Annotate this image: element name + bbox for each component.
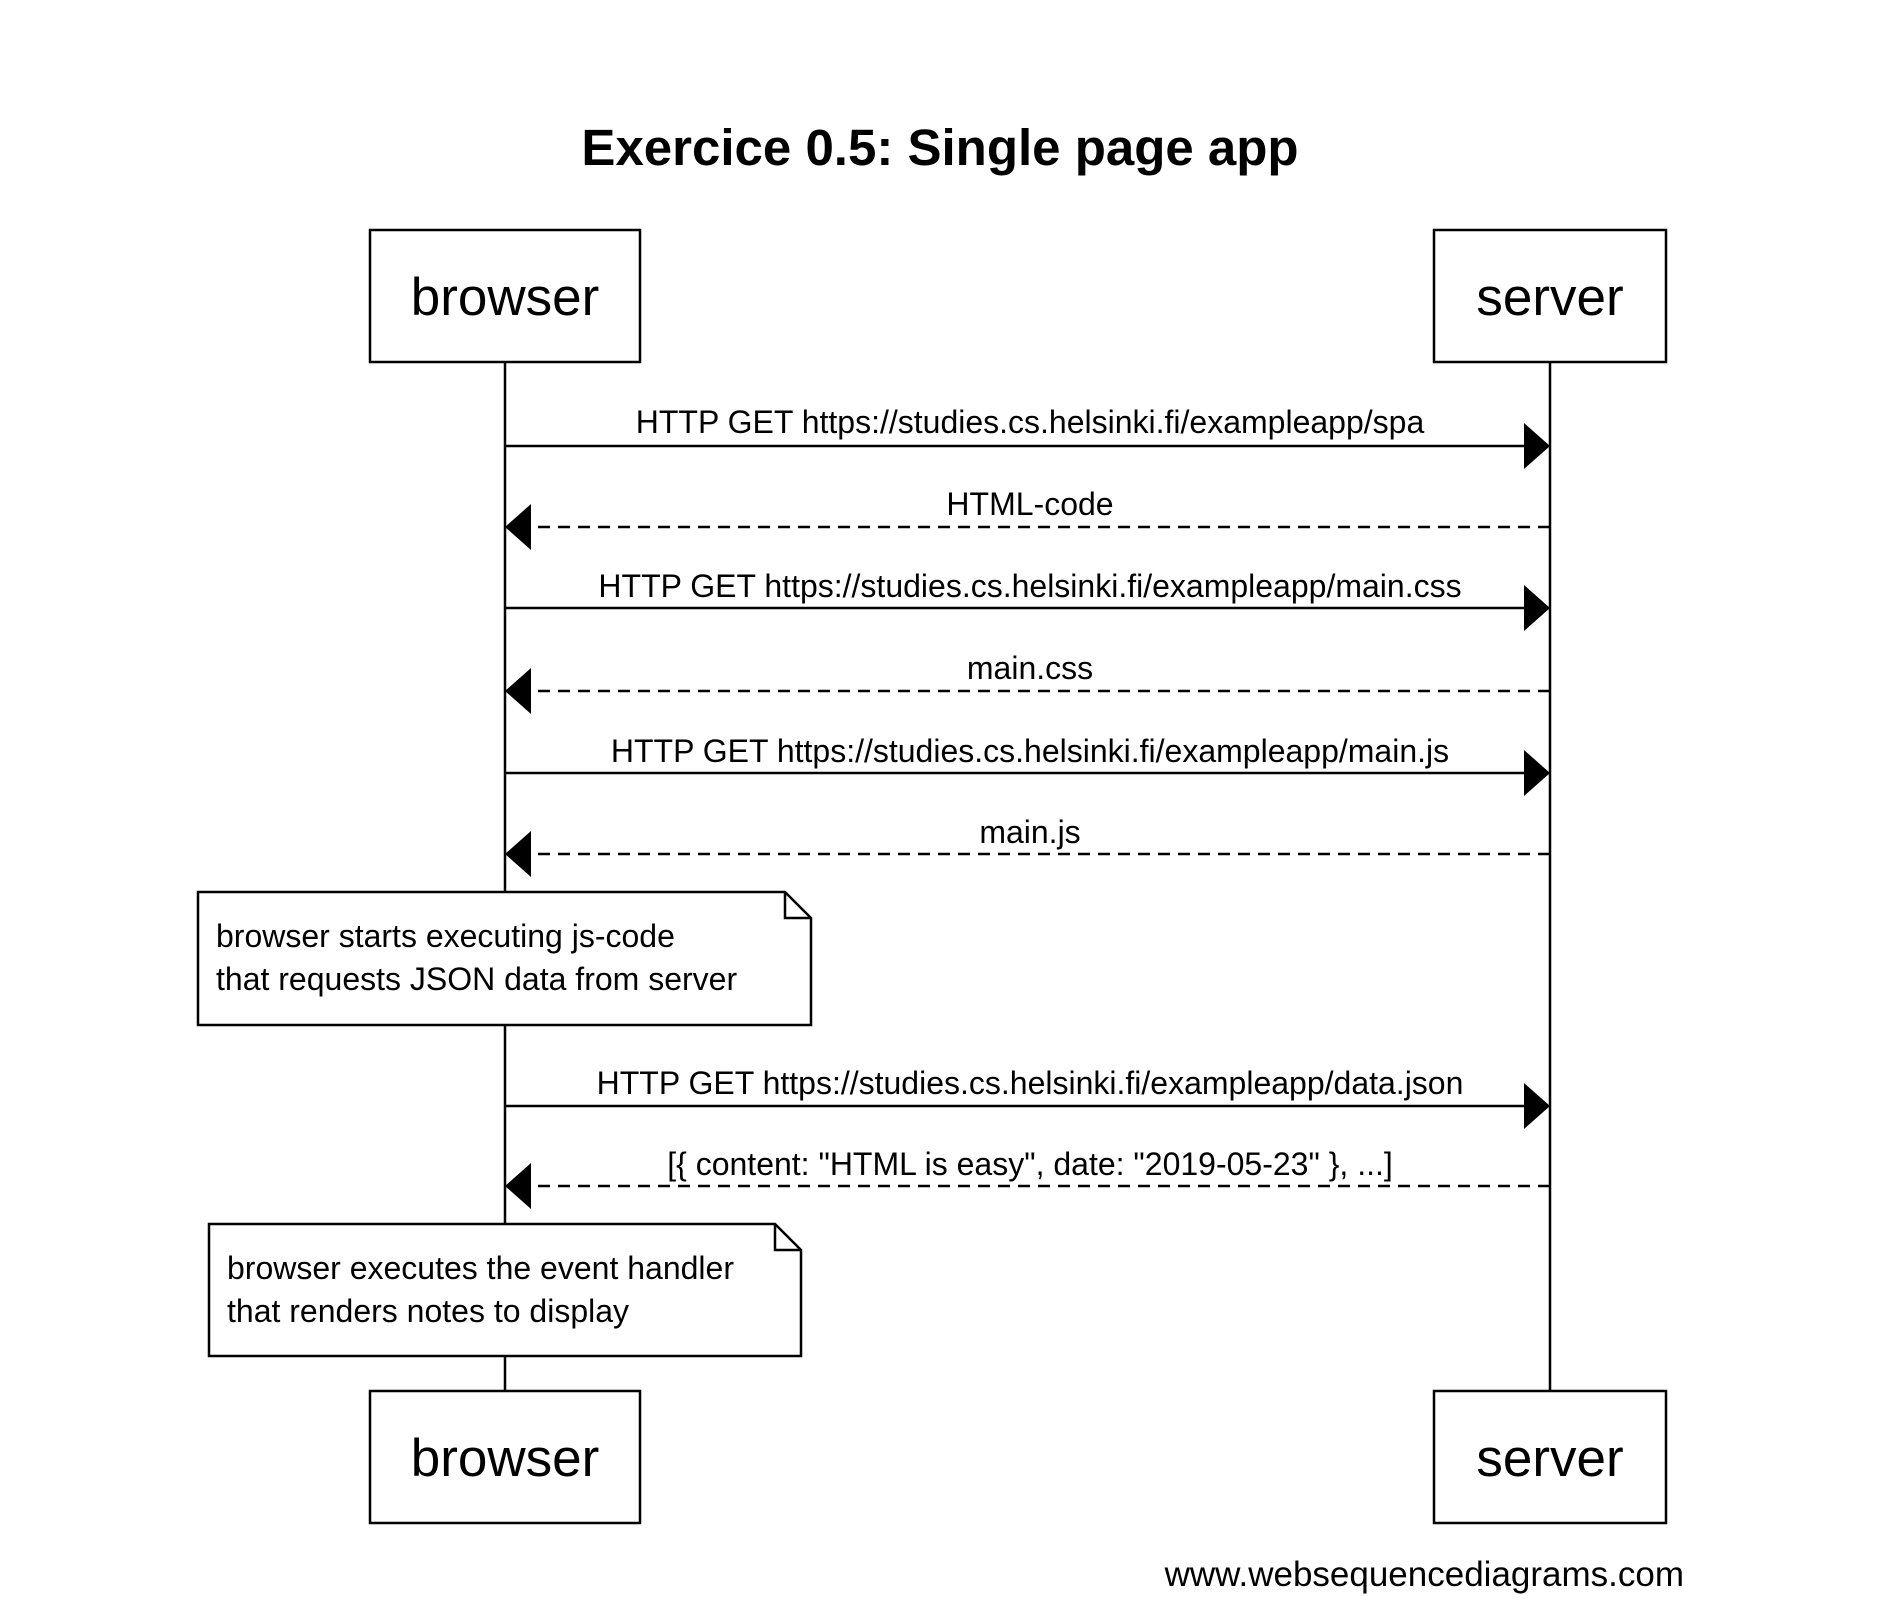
message-label: HTML-code <box>946 486 1113 522</box>
message-response-html: HTML-code <box>505 486 1550 550</box>
diagram-title: Exercice 0.5: Single page app <box>581 119 1298 176</box>
arrow-head-right-icon <box>1524 585 1550 631</box>
arrow-head-right-icon <box>1524 423 1550 469</box>
arrow-head-right-icon <box>1524 1083 1550 1129</box>
message-request-main-css: HTTP GET https://studies.cs.helsinki.fi/… <box>505 568 1550 631</box>
arrow-head-left-icon <box>505 668 531 714</box>
browser-actor-bottom: browser <box>368 1389 642 1525</box>
arrow-head-left-icon <box>505 504 531 550</box>
arrow-head-left-icon <box>505 831 531 877</box>
message-label: [{ content: "HTML is easy", date: "2019-… <box>667 1146 1393 1182</box>
server-actor-top-label: server <box>1476 268 1623 327</box>
browser-actor-bottom-label: browser <box>411 1429 600 1488</box>
message-request-main-js: HTTP GET https://studies.cs.helsinki.fi/… <box>505 733 1550 796</box>
message-response-main-css: main.css <box>505 650 1550 714</box>
note-line: that renders notes to display <box>227 1293 629 1329</box>
note-event-handler: browser executes the event handler that … <box>207 1222 803 1358</box>
message-label: main.css <box>967 650 1093 686</box>
message-response-data-json: [{ content: "HTML is easy", date: "2019-… <box>505 1146 1550 1209</box>
message-response-main-js: main.js <box>505 814 1550 877</box>
arrow-head-right-icon <box>1524 750 1550 796</box>
message-label: main.js <box>979 814 1080 850</box>
server-actor-top: server <box>1432 228 1668 364</box>
server-actor-bottom-label: server <box>1476 1429 1623 1488</box>
browser-actor-top-label: browser <box>411 268 600 327</box>
server-actor-bottom: server <box>1432 1389 1668 1525</box>
note-js-execution: browser starts executing js-code that re… <box>196 890 813 1027</box>
message-label: HTTP GET https://studies.cs.helsinki.fi/… <box>611 733 1449 769</box>
message-request-spa: HTTP GET https://studies.cs.helsinki.fi/… <box>505 404 1550 469</box>
message-label: HTTP GET https://studies.cs.helsinki.fi/… <box>636 404 1425 440</box>
message-request-data-json: HTTP GET https://studies.cs.helsinki.fi/… <box>505 1065 1550 1129</box>
browser-actor-top: browser <box>368 228 642 364</box>
arrow-head-left-icon <box>505 1163 531 1209</box>
note-line: browser starts executing js-code <box>216 918 675 954</box>
note-line: that requests JSON data from server <box>216 961 737 997</box>
watermark: www.websequencediagrams.com <box>1164 1555 1684 1594</box>
note-line: browser executes the event handler <box>227 1250 734 1286</box>
message-label: HTTP GET https://studies.cs.helsinki.fi/… <box>597 1065 1464 1101</box>
message-label: HTTP GET https://studies.cs.helsinki.fi/… <box>598 568 1461 604</box>
